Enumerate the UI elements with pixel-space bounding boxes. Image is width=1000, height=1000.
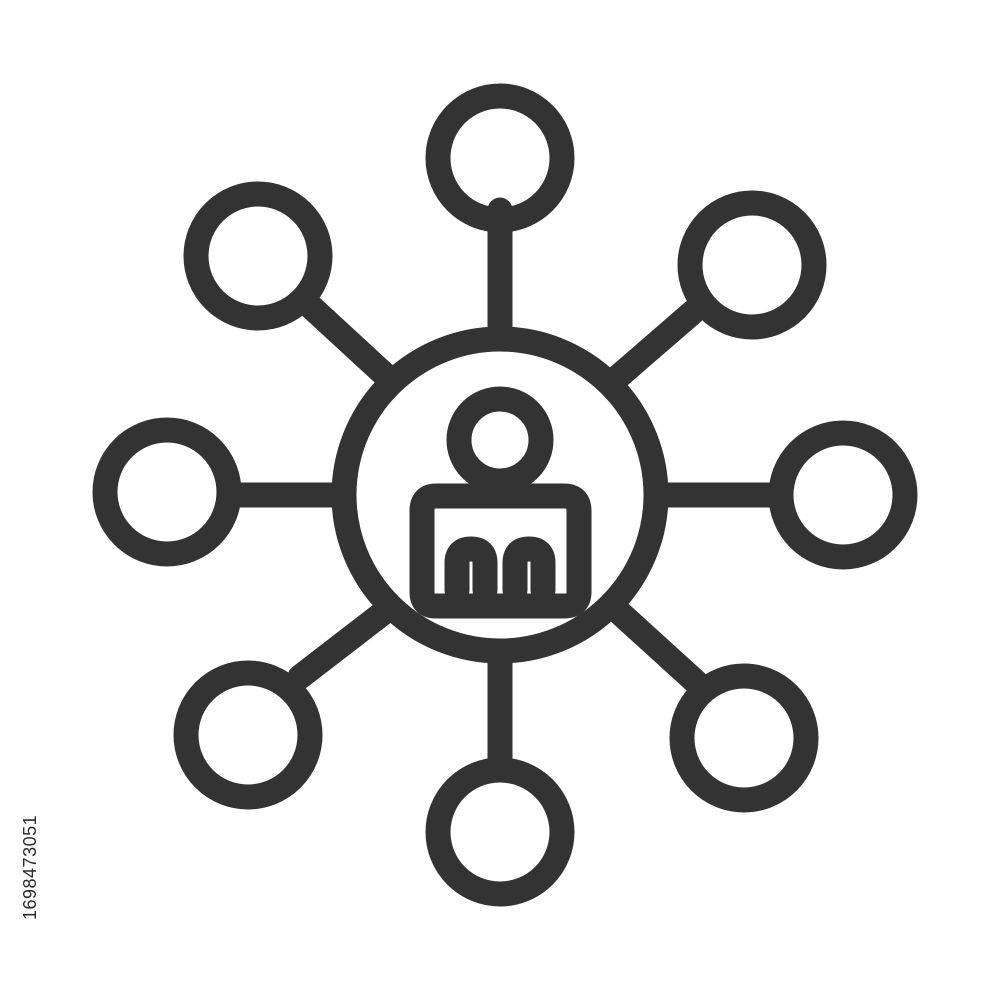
connector-line-top-right <box>605 299 706 390</box>
person-icon <box>409 386 592 619</box>
satellite-node-left <box>92 417 242 567</box>
satellite-node-top <box>425 83 575 233</box>
connector-line-top-left <box>296 292 398 388</box>
connector-lines <box>216 197 784 783</box>
satellite-nodes <box>92 83 918 907</box>
connector-line-bottom-left <box>287 600 396 690</box>
satellite-node-top-right <box>677 190 827 340</box>
satellite-node-top-left <box>183 181 333 331</box>
satellite-node-bottom-right <box>669 663 819 813</box>
person-head <box>446 386 554 494</box>
stock-id-watermark: 1698473051 <box>20 814 40 921</box>
satellite-node-bottom <box>425 757 575 907</box>
satellite-node-right <box>768 420 918 570</box>
connector-line-bottom-right <box>607 600 710 696</box>
person-body <box>409 483 592 619</box>
person-arms <box>444 536 556 603</box>
central-hub-circle <box>331 326 669 664</box>
satellite-node-bottom-left <box>173 660 323 810</box>
